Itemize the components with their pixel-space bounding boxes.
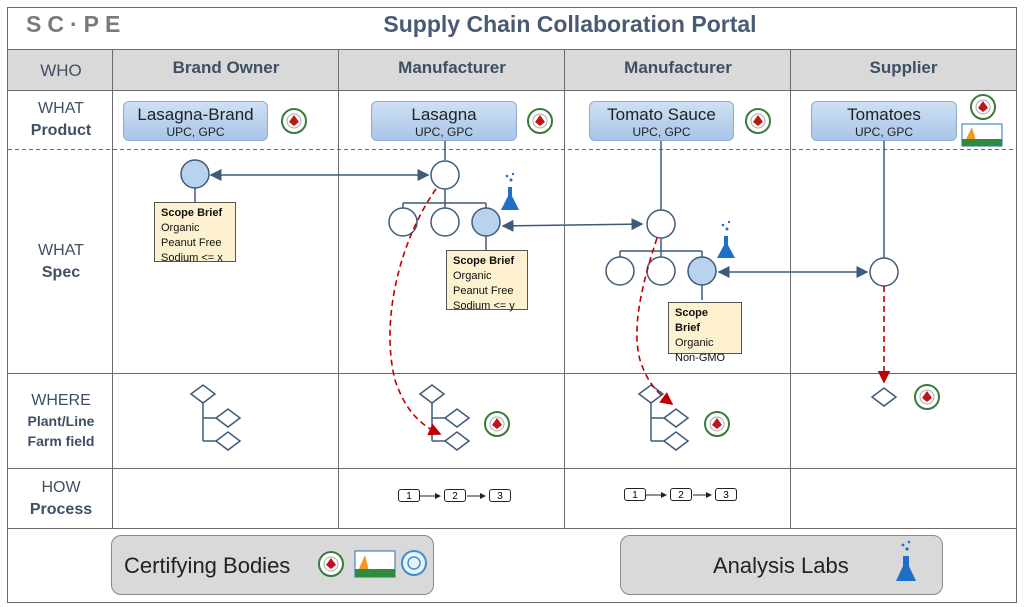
process-step-3: 3 <box>715 488 737 501</box>
non-gmo-badge-icon <box>354 550 396 578</box>
organic-badge-icon <box>745 108 771 134</box>
organic-badge-icon <box>970 94 996 120</box>
spec-tree-manufacturer-1 <box>388 141 501 250</box>
process-step-2: 2 <box>444 489 466 502</box>
product-box-tomatoes: Tomatoes UPC, GPC <box>811 101 957 141</box>
spec-node <box>430 160 460 190</box>
certifying-bodies-label: Certifying Bodies <box>124 553 291 578</box>
organic-badge-icon <box>704 411 730 437</box>
farm-field-icon <box>870 387 898 407</box>
row-label-where: WHERE Plant/Line Farm field <box>10 391 112 451</box>
row-label-spec: WHAT Spec <box>10 240 112 284</box>
spec-node <box>180 159 210 189</box>
product-box-tomato-sauce: Tomato Sauce UPC, GPC <box>589 101 734 141</box>
spec-tree-supplier <box>869 141 899 287</box>
analysis-labs-button[interactable]: Analysis Labs <box>620 535 943 595</box>
flask-icon <box>896 540 916 581</box>
gluten-free-badge-icon <box>401 550 427 576</box>
brief-line: Organic <box>161 222 200 234</box>
brief-title: Scope Brief <box>675 307 709 334</box>
row-label-where-line3: Farm field <box>27 433 95 449</box>
product-codes: UPC, GPC <box>854 125 913 139</box>
row-label-spec-line1: WHAT <box>38 242 84 259</box>
flask-icon <box>717 220 735 258</box>
brief-line: Organic <box>675 337 714 349</box>
brief-line: Non-GMO <box>675 352 726 364</box>
spec-tree-manufacturer-2 <box>605 141 717 300</box>
spec-node <box>646 209 676 239</box>
organic-badge-icon <box>527 108 553 134</box>
spec-node <box>646 256 676 286</box>
who-header-row <box>8 49 1016 91</box>
row-label-where-line2: Plant/Line <box>27 413 95 429</box>
row-label-spec-line2: Spec <box>41 264 81 281</box>
brief-line: Organic <box>453 270 492 282</box>
product-name: Tomato Sauce <box>607 105 716 124</box>
organic-badge-icon <box>484 411 510 437</box>
brief-line: Sodium <= x <box>161 252 223 264</box>
column-header-manufacturer-2: Manufacturer <box>624 58 732 77</box>
product-box-lasagna: Lasagna UPC, GPC <box>371 101 517 141</box>
product-name: Tomatoes <box>847 105 921 124</box>
plant-line-icon <box>637 384 690 451</box>
product-codes: UPC, GPC <box>166 125 225 139</box>
flow-arrow-mfr2 <box>636 237 674 405</box>
product-codes: UPC, GPC <box>632 125 691 139</box>
flask-icon <box>501 172 519 210</box>
plant-line-icon <box>189 384 242 451</box>
spec-node <box>471 207 501 237</box>
row-label-how-line2: Process <box>29 501 93 518</box>
organic-badge-icon <box>914 384 940 410</box>
organic-badge-icon <box>318 551 344 577</box>
brief-title: Scope Brief <box>453 255 515 267</box>
spec-node <box>430 207 460 237</box>
row-label-product-line1: WHAT <box>38 100 84 117</box>
process-step-1: 1 <box>624 488 646 501</box>
row-label-where-line1: WHERE <box>31 392 91 409</box>
non-gmo-badge-icon <box>961 123 1003 147</box>
row-label-product: WHAT Product <box>10 98 112 142</box>
scope-logo: SC·PE <box>26 11 127 37</box>
product-name: Lasagna <box>411 105 477 124</box>
spec-node <box>869 257 899 287</box>
title-bar <box>8 8 1016 49</box>
who-label: WHO <box>40 61 82 80</box>
scope-brief-manufacturer-1: Scope Brief Organic Peanut Free Sodium <… <box>446 250 528 312</box>
column-header-supplier: Supplier <box>869 58 938 77</box>
brief-title: Scope Brief <box>161 207 223 219</box>
row-label-how-line1: HOW <box>41 479 81 496</box>
process-step-2: 2 <box>670 488 692 501</box>
analysis-labs-label: Analysis Labs <box>713 553 849 578</box>
organic-badge-icon <box>281 108 307 134</box>
column-header-manufacturer-1: Manufacturer <box>398 58 506 77</box>
page-title: Supply Chain Collaboration Portal <box>383 11 757 37</box>
scope-brief-manufacturer-2: Scope Brief Organic Non-GMO <box>668 302 742 364</box>
product-box-lasagna-brand: Lasagna-Brand UPC, GPC <box>123 101 268 141</box>
row-label-how: HOW Process <box>10 477 112 521</box>
process-step-3: 3 <box>489 489 511 502</box>
column-header-brand-owner: Brand Owner <box>172 58 280 77</box>
flow-arrow-mfr1 <box>389 188 442 436</box>
spec-node <box>388 207 418 237</box>
scope-brief-brand-owner: Scope Brief Organic Peanut Free Sodium <… <box>154 202 236 264</box>
product-codes: UPC, GPC <box>414 125 473 139</box>
brief-line: Sodium <= y <box>453 300 515 312</box>
spec-link-mfr1-to-mfr2 <box>501 218 644 232</box>
grid-lines <box>8 49 1016 529</box>
row-label-product-line2: Product <box>30 122 92 139</box>
spec-node <box>687 256 717 286</box>
product-name: Lasagna-Brand <box>137 105 254 124</box>
brief-line: Peanut Free <box>161 237 222 249</box>
brief-line: Peanut Free <box>453 285 514 297</box>
process-step-1: 1 <box>398 489 420 502</box>
spec-node <box>605 256 635 286</box>
diagram-frame <box>7 7 1017 603</box>
plant-line-icon <box>418 384 471 451</box>
spec-tree-brand-owner <box>180 159 210 202</box>
